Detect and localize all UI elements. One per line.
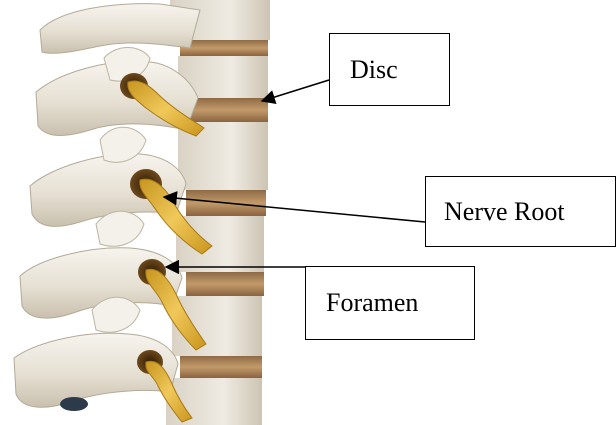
intervertebral-disc bbox=[186, 272, 264, 296]
facet-joint bbox=[92, 297, 140, 332]
disc-arrow bbox=[262, 80, 329, 101]
nerve-root-label: Nerve Root bbox=[444, 199, 565, 225]
intervertebral-disc bbox=[186, 98, 268, 122]
disc-label-box: Disc bbox=[329, 33, 450, 106]
spinous-process bbox=[40, 4, 200, 54]
foramen-label: Foramen bbox=[326, 290, 418, 316]
disc-label: Disc bbox=[350, 57, 398, 83]
vertebral-bodies bbox=[166, 0, 270, 425]
nerve-root-label-box: Nerve Root bbox=[425, 176, 616, 247]
intervertebral-disc bbox=[180, 40, 268, 56]
bone-shadow-detail bbox=[60, 397, 88, 411]
intervertebral-disc bbox=[180, 356, 262, 378]
foramen-label-box: Foramen bbox=[305, 266, 475, 340]
facet-joint bbox=[96, 211, 144, 246]
